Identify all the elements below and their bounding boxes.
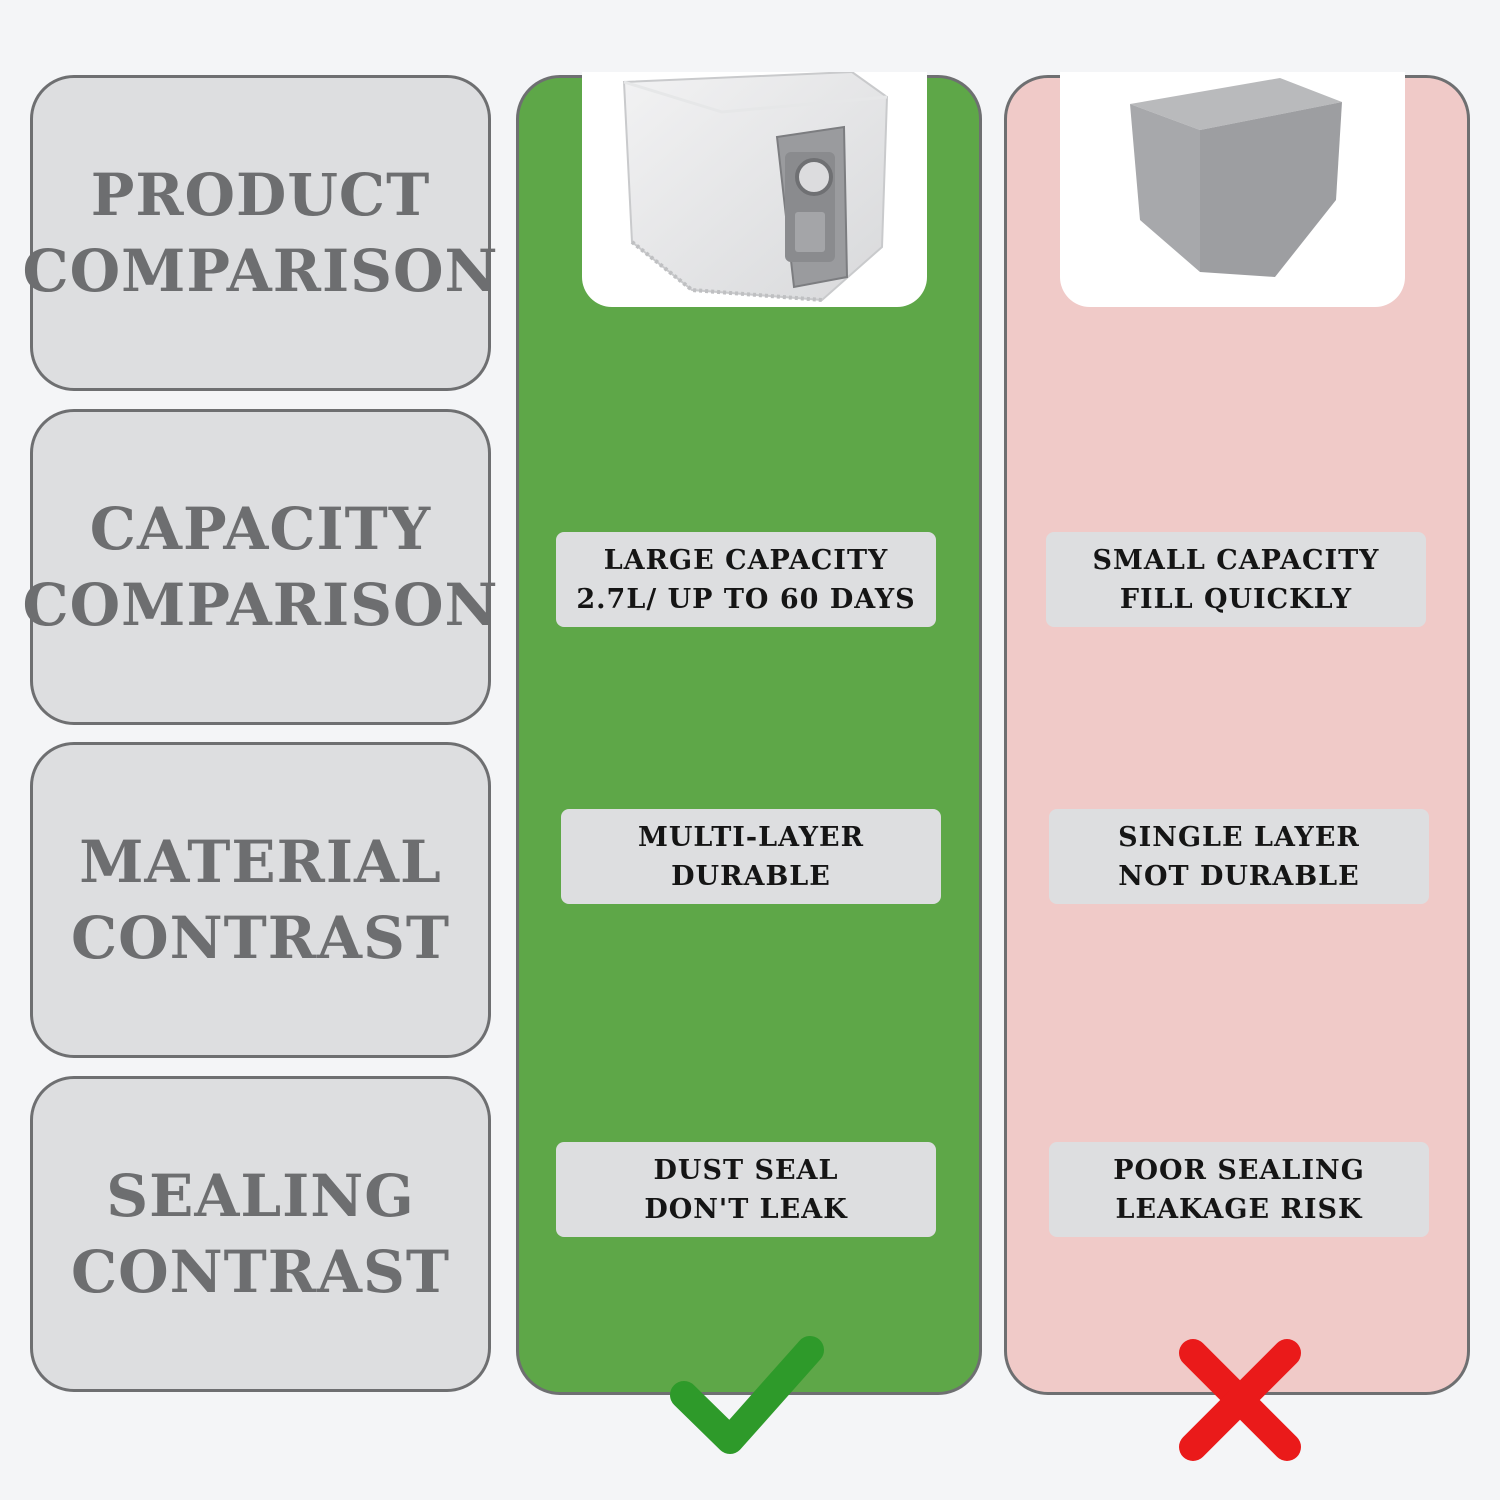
label-line1: MULTI-LAYER (637, 821, 865, 853)
label-line1: POOR SEALING (1113, 1154, 1365, 1186)
category-title-line1: CAPACITY (89, 495, 432, 563)
label-line1: SMALL CAPACITY (1092, 544, 1380, 576)
label-line1: SINGLE LAYER (1118, 821, 1360, 853)
category-title-line1: SEALING (106, 1162, 415, 1230)
label-line1: LARGE CAPACITY (603, 544, 889, 576)
category-title-line2: CONTRAST (70, 1238, 451, 1306)
bad-material-label: SINGLE LAYER NOT DURABLE (1049, 809, 1429, 904)
category-title-line2: COMPARISON (22, 571, 499, 639)
bad-product-column: SMALL CAPACITY FILL QUICKLY SINGLE LAYER… (1004, 72, 1470, 1395)
label-line2: LEAKAGE RISK (1115, 1193, 1363, 1225)
good-material-label: MULTI-LAYER DURABLE (561, 809, 941, 904)
label-line1: DUST SEAL (653, 1154, 839, 1186)
good-product-column: LARGE CAPACITY 2.7L/ UP TO 60 DAYS MULTI… (516, 70, 982, 1395)
label-line2: DURABLE (671, 860, 831, 892)
category-title-line2: CONTRAST (70, 904, 451, 972)
category-material-contrast: MATERIAL CONTRAST (30, 742, 491, 1058)
category-capacity-comparison: CAPACITY COMPARISON (22, 409, 498, 725)
label-line2: FILL QUICKLY (1119, 583, 1353, 615)
category-product-comparison: PRODUCT COMPARISON (22, 75, 498, 391)
dust-bag-image (622, 70, 889, 302)
category-sealing-contrast: SEALING CONTRAST (30, 1076, 491, 1392)
category-title-line1: MATERIAL (79, 828, 442, 896)
bad-product-image-panel (1060, 72, 1405, 307)
label-line2: DON'T LEAK (644, 1193, 848, 1225)
good-product-image-panel (582, 70, 927, 307)
label-line2: 2.7L/ UP TO 60 DAYS (576, 583, 916, 615)
gray-box-image (1130, 78, 1342, 277)
good-sealing-label: DUST SEAL DON'T LEAK (556, 1142, 936, 1237)
category-title-line1: PRODUCT (90, 161, 431, 229)
label-line2: NOT DURABLE (1118, 860, 1360, 892)
cross-icon (1179, 1339, 1301, 1461)
bad-capacity-label: SMALL CAPACITY FILL QUICKLY (1046, 532, 1426, 627)
bad-sealing-label: POOR SEALING LEAKAGE RISK (1049, 1142, 1429, 1237)
good-capacity-label: LARGE CAPACITY 2.7L/ UP TO 60 DAYS (556, 532, 936, 627)
checkmark-icon (670, 1336, 824, 1454)
category-title-line2: COMPARISON (22, 237, 499, 305)
